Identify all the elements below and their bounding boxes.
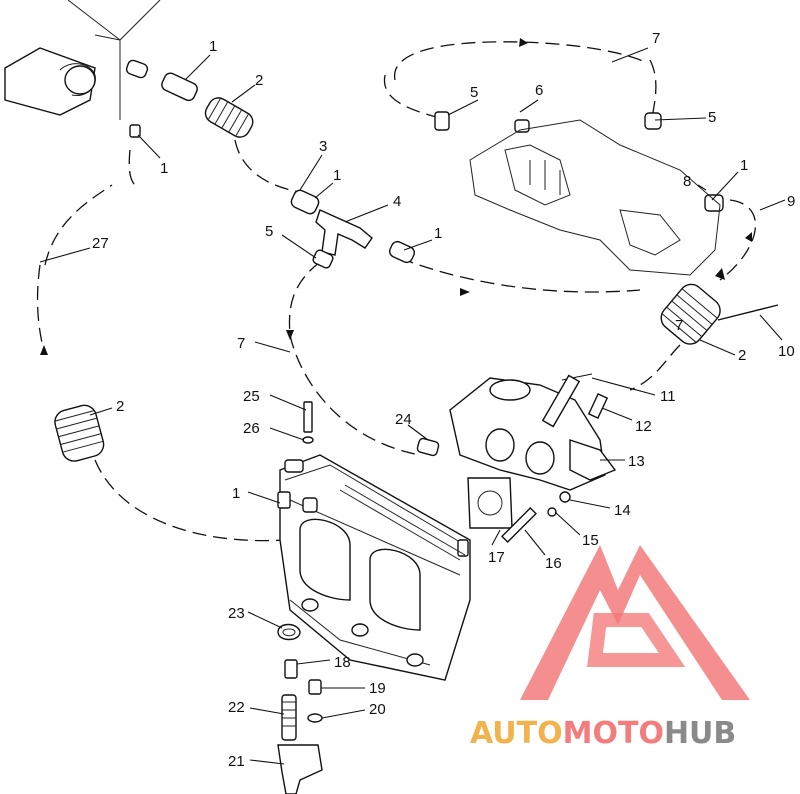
callout-2-c: 2 [116, 398, 124, 415]
clamp-fittings-top-left [125, 59, 254, 138]
callout-23: 23 [228, 605, 245, 622]
callout-13: 13 [628, 453, 645, 470]
callout-7-b: 7 [237, 335, 245, 352]
svg-text:AUTOMOTOHUB: AUTOMOTOHUB [470, 716, 736, 751]
callout-10: 10 [778, 343, 795, 360]
watermark-logo [520, 545, 750, 700]
watermark-auto: AUTO [470, 716, 563, 751]
callout-20: 20 [369, 701, 386, 718]
middle-fittings [290, 189, 415, 269]
engine-block [279, 454, 471, 681]
coupler-right [660, 283, 721, 345]
callout-7-a: 7 [652, 30, 660, 47]
callout-5-a: 5 [265, 223, 273, 240]
callout-labels: 1 2 1 3 1 4 5 1 27 7 5 6 7 5 8 1 9 10 2 … [92, 30, 795, 770]
hose-lines [36, 38, 757, 542]
callout-12: 12 [635, 418, 652, 435]
callout-24: 24 [395, 411, 412, 428]
coupler-left [54, 404, 105, 462]
callout-3: 3 [319, 138, 327, 155]
engine-outline-upper [469, 119, 721, 276]
watermark-moto: MOTO [563, 716, 664, 751]
tie-strap [717, 304, 779, 321]
callout-4: 4 [393, 193, 401, 210]
callout-1-b: 1 [160, 160, 168, 177]
callout-1-e: 1 [740, 157, 748, 174]
callout-7-c: 7 [675, 317, 683, 334]
callout-6: 6 [535, 82, 543, 99]
callout-18: 18 [334, 654, 351, 671]
callout-22: 22 [228, 699, 245, 716]
inlet-housing [4, 0, 161, 120]
callout-14: 14 [614, 502, 631, 519]
small-hardware [277, 401, 440, 509]
watermark-text: AUTOMOTOHUB [470, 716, 736, 751]
callout-25: 25 [243, 388, 260, 405]
callout-5-b: 5 [470, 84, 478, 101]
callout-16: 16 [545, 555, 562, 572]
leader-lines [39, 47, 786, 765]
callout-5-c: 5 [708, 109, 716, 126]
callout-9: 9 [787, 193, 795, 210]
callout-17: 17 [488, 549, 505, 566]
callout-26: 26 [243, 420, 260, 437]
callout-2-a: 2 [255, 72, 263, 89]
callout-2-b: 2 [738, 347, 746, 364]
callout-21: 21 [228, 753, 245, 770]
callout-19: 19 [369, 680, 386, 697]
callout-15: 15 [582, 532, 599, 549]
callout-8: 8 [683, 173, 691, 190]
exhaust-manifold [449, 373, 617, 543]
top-right-fittings [434, 111, 724, 212]
callout-1-a: 1 [209, 38, 217, 55]
callout-11: 11 [660, 388, 676, 405]
callout-1-f: 1 [232, 485, 240, 502]
callout-1-d: 1 [434, 225, 442, 242]
watermark-hub: HUB [664, 716, 736, 751]
callout-27: 27 [92, 235, 109, 252]
bottom-fittings [277, 623, 323, 794]
callout-1-c: 1 [333, 167, 341, 184]
